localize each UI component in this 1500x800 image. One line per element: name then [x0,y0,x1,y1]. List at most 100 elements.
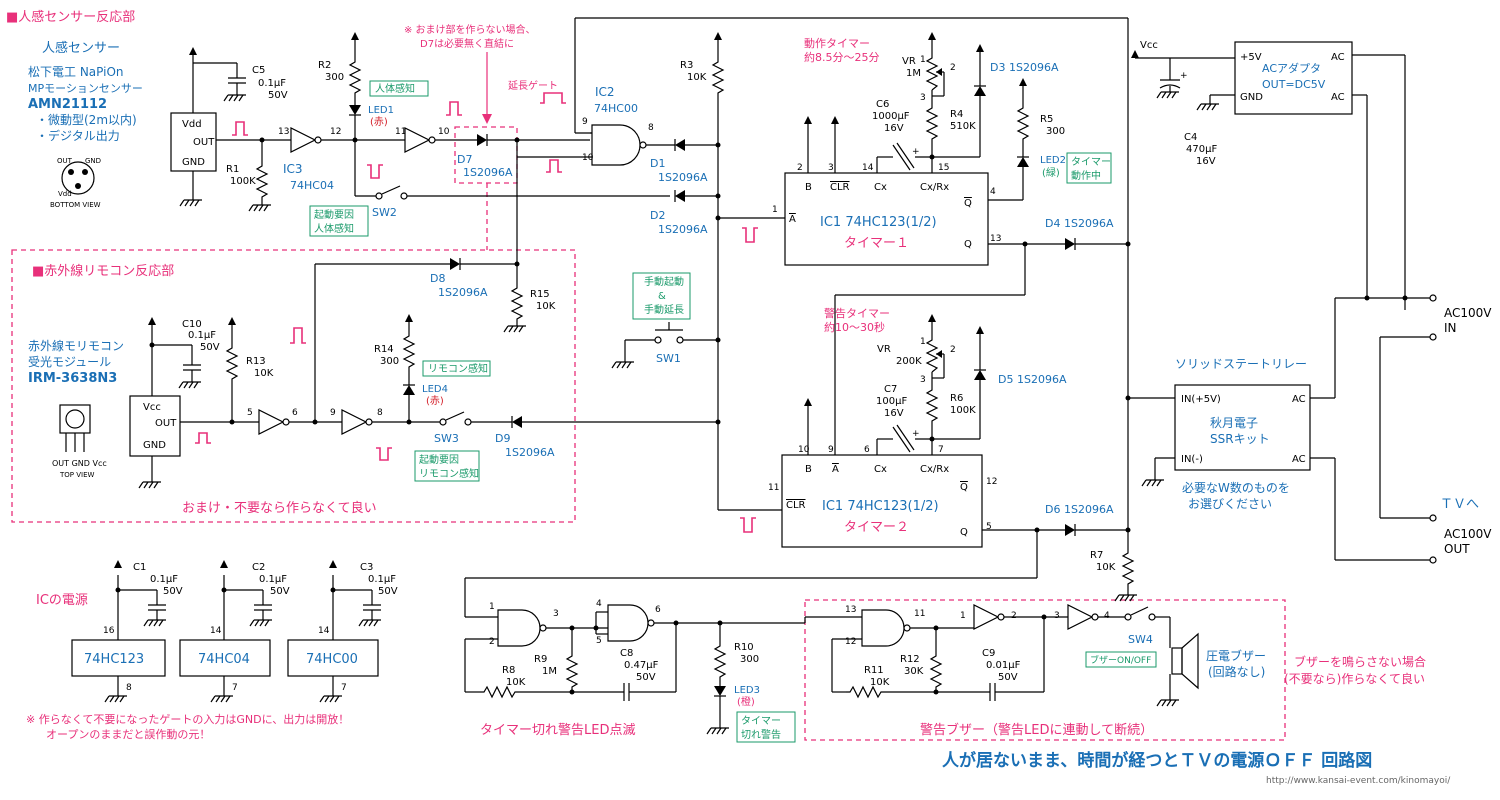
svg-text:3: 3 [828,163,834,173]
svg-text:D7は必要無く直結に: D7は必要無く直結に [420,37,514,50]
svg-text:A: A [789,214,796,225]
svg-text:LED4: LED4 [422,384,448,395]
svg-text:4: 4 [1104,611,1110,621]
svg-text:100K: 100K [950,405,976,416]
svg-text:R6: R6 [950,393,963,404]
svg-text:※ おまけ部を作らない場合、: ※ おまけ部を作らない場合、 [404,23,536,36]
svg-text:7: 7 [938,445,944,455]
svg-text:15: 15 [938,163,949,173]
svg-text:LED1: LED1 [368,105,394,116]
svg-text:C8: C8 [620,648,633,659]
svg-text:GND: GND [182,157,205,168]
svg-text:11: 11 [395,127,406,137]
svg-text:3: 3 [1054,611,1060,621]
svg-text:0.1μF: 0.1μF [258,78,286,89]
svg-text:お選びください: お選びください [1188,497,1272,511]
svg-text:ブザーON/OFF: ブザーON/OFF [1090,654,1151,666]
svg-text:9: 9 [330,408,336,418]
svg-text:10K: 10K [1096,562,1116,573]
svg-text:AC: AC [1331,92,1345,103]
svg-text:0.1μF: 0.1μF [259,574,287,585]
svg-text:(緑): (緑) [1042,166,1060,179]
svg-text:30K: 30K [904,666,924,677]
svg-text:0.01μF: 0.01μF [986,660,1021,671]
page-title: 人が居ないまま、時間が経つとＴＶの電源ＯＦＦ 回路図 [942,750,1372,771]
svg-text:A: A [832,464,839,475]
svg-text:OUT: OUT [1444,542,1470,556]
svg-text:1: 1 [772,205,778,215]
svg-text:200K: 200K [896,356,922,367]
svg-text:2: 2 [1011,611,1017,621]
tag-manual [632,272,691,320]
svg-text:C3: C3 [360,562,373,573]
svg-text:470μF: 470μF [1186,144,1217,155]
svg-text:Q: Q [960,527,968,538]
svg-text:ACアダプタ: ACアダプタ [1262,61,1321,75]
svg-text:・デジタル出力: ・デジタル出力 [36,128,120,143]
svg-text:切れ警告: 切れ警告 [741,728,781,741]
ssr-box: IN(+5V) IN(-) AC AC 秋月電子 SSRキット [1174,384,1311,471]
svg-text:74HC00: 74HC00 [306,652,358,667]
svg-text:10K: 10K [870,677,890,688]
svg-text:300: 300 [380,356,399,367]
svg-text:R4: R4 [950,109,963,120]
svg-text:6: 6 [864,445,870,455]
svg-text:Cx/Rx: Cx/Rx [920,464,949,475]
svg-text:B: B [805,464,812,475]
svg-text:AC100V: AC100V [1444,527,1492,541]
svg-text:タイマー切れ警告LED点滅: タイマー切れ警告LED点滅 [480,722,635,738]
ic-power-74hc00: C3 0.1μF 50V 14 74HC00 7 [287,560,398,703]
svg-text:R12: R12 [900,654,920,665]
svg-text:秋月電子: 秋月電子 [1210,416,1258,430]
svg-text:C10: C10 [182,319,202,330]
svg-text:14: 14 [210,626,222,636]
svg-text:D5 1S2096A: D5 1S2096A [998,373,1067,386]
svg-text:50V: 50V [998,672,1018,683]
svg-text:3: 3 [553,609,559,619]
svg-text:IC2: IC2 [595,85,615,99]
ir-description: 赤外線モリモコン 受光モジュール IRM-3638N3 [28,338,124,386]
svg-text:3: 3 [920,375,926,385]
svg-text:50V: 50V [268,90,288,101]
extra-note: おまけ・不要なら作らなくて良い [182,500,377,516]
svg-text:0.1μF: 0.1μF [150,574,178,585]
ac-adapter-box: +5V GND AC AC ACアダプタ OUT=DC5V [1234,41,1353,115]
svg-text:10: 10 [582,153,594,163]
ic-power-heading: ICの電源 [36,593,88,608]
svg-text:MPモーションセンサー: MPモーションセンサー [28,82,143,95]
tag-human [369,80,429,97]
svg-text:Cx: Cx [874,182,887,193]
svg-text:74HC00: 74HC00 [594,102,638,115]
svg-text:AC100V: AC100V [1444,306,1492,320]
svg-text:起動要因: 起動要因 [314,208,354,221]
svg-text:+: + [1180,71,1188,81]
svg-text:4: 4 [990,187,996,197]
svg-text:赤外線モリモコン: 赤外線モリモコン [28,338,124,353]
svg-text:C7: C7 [884,384,897,395]
ir-section-heading: ■赤外線リモコン反応部 [32,263,174,279]
svg-text:8: 8 [377,408,383,418]
svg-text:GND: GND [143,440,166,451]
svg-text:10: 10 [798,445,810,455]
svg-text:動作タイマー: 動作タイマー [804,36,870,50]
svg-text:Vdd: Vdd [58,190,72,198]
tag-timer-on [1066,152,1112,184]
svg-text:11: 11 [914,609,925,619]
svg-text:R3: R3 [680,60,693,71]
ic1-timer2-block: B A Cx Cx/Rx Q Q CLR IC1 74HC123(1/2) タイ… [781,454,983,548]
svg-text:(回路なし): (回路なし) [1208,664,1265,679]
svg-text:Q: Q [964,198,972,209]
svg-text:D9: D9 [495,432,510,445]
svg-text:C1: C1 [133,562,146,573]
svg-text:D6 1S2096A: D6 1S2096A [1045,503,1114,516]
svg-text:14: 14 [862,163,874,173]
svg-text:BOTTOM VIEW: BOTTOM VIEW [50,201,101,209]
source-url: http://www.kansai-event.com/kinomayoi/ [1266,776,1451,786]
tag-buzzer-onoff[interactable] [1085,651,1157,668]
svg-text:延長ゲート: 延長ゲート [508,80,558,92]
svg-text:SSRキット: SSRキット [1210,432,1270,446]
svg-text:1S2096A: 1S2096A [658,223,708,236]
svg-text:10K: 10K [687,72,707,83]
svg-text:+5V: +5V [1240,52,1262,63]
